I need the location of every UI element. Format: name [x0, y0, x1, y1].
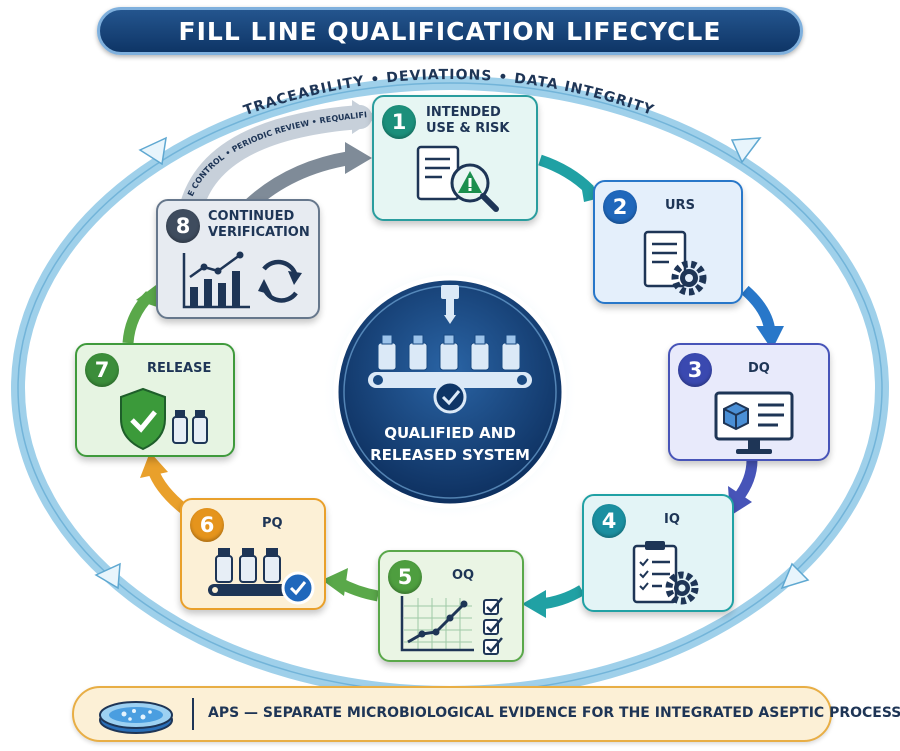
step-label-4: IQ: [664, 512, 680, 527]
arrowhead-icon: [522, 590, 546, 618]
arrow-3-to-4: [733, 459, 758, 502]
step-badge-7: 7: [85, 353, 119, 387]
ring-arrow-icon: [94, 562, 121, 590]
chart-checklist-icon: [400, 596, 503, 655]
ring-arrow-icon: [138, 136, 167, 166]
clipboard-gear-icon: [632, 541, 699, 605]
arrow-4-to-5: [539, 585, 585, 610]
diagram-title: FILL LINE QUALIFICATION LIFECYCLE: [97, 7, 803, 55]
vials-conveyor-check-icon: [208, 548, 315, 605]
step-badge-4: 4: [592, 504, 626, 538]
step-badge-2: 2: [603, 190, 637, 224]
monitor-cube-icon: [714, 391, 794, 454]
step-badge-3: 3: [678, 353, 712, 387]
step-card-5[interactable]: 5 OQ: [378, 550, 524, 662]
ring-arrow-icon: [730, 137, 762, 164]
step-card-3[interactable]: 3 DQ: [668, 343, 830, 461]
arrowhead-icon: [136, 282, 160, 308]
feedback-loop-inner-arrow-icon: [345, 142, 372, 174]
step-badge-5: 5: [388, 560, 422, 594]
step-card-6[interactable]: 6 PQ: [180, 498, 326, 610]
step-label-5: OQ: [452, 568, 475, 583]
feedback-loop-arrow-icon: [352, 100, 378, 134]
step-card-2[interactable]: 2 URS: [593, 180, 743, 304]
step-label-7: RELEASE: [147, 361, 212, 376]
step-label-2: URS: [665, 198, 695, 213]
filling-machine-icon: [368, 285, 532, 414]
aps-bar: APS — SEPARATE MICROBIOLOGICAL EVIDENCE …: [72, 686, 900, 742]
shield-check-vials-icon: [120, 387, 208, 451]
step-label-3: DQ: [748, 361, 770, 376]
feedback-loop-band: [180, 105, 372, 217]
step-badge-6: 6: [190, 508, 224, 542]
chart-cycle-icon: [182, 251, 302, 309]
petri-dish-icon: [99, 701, 173, 734]
step-card-7[interactable]: 7 RELEASE: [75, 343, 235, 457]
step-card-4[interactable]: 4 IQ: [582, 494, 734, 612]
ring-arrow-icon: [780, 562, 810, 590]
step-badge-1: 1: [382, 105, 416, 139]
document-gear-icon: [643, 230, 707, 296]
arrowhead-icon: [728, 486, 752, 516]
step-label-6: PQ: [262, 516, 283, 531]
step-badge-8: 8: [166, 209, 200, 243]
document-warning-magnifier-icon: [416, 145, 499, 212]
aps-text: APS — SEPARATE MICROBIOLOGICAL EVIDENCE …: [208, 705, 900, 721]
arrow-2-to-3: [741, 285, 776, 333]
arrowhead-icon: [322, 568, 348, 596]
arrowhead-icon: [756, 326, 784, 350]
arrowhead-icon: [140, 452, 168, 478]
aps-separator: [192, 698, 194, 730]
feedback-loop-inner: [243, 151, 357, 212]
